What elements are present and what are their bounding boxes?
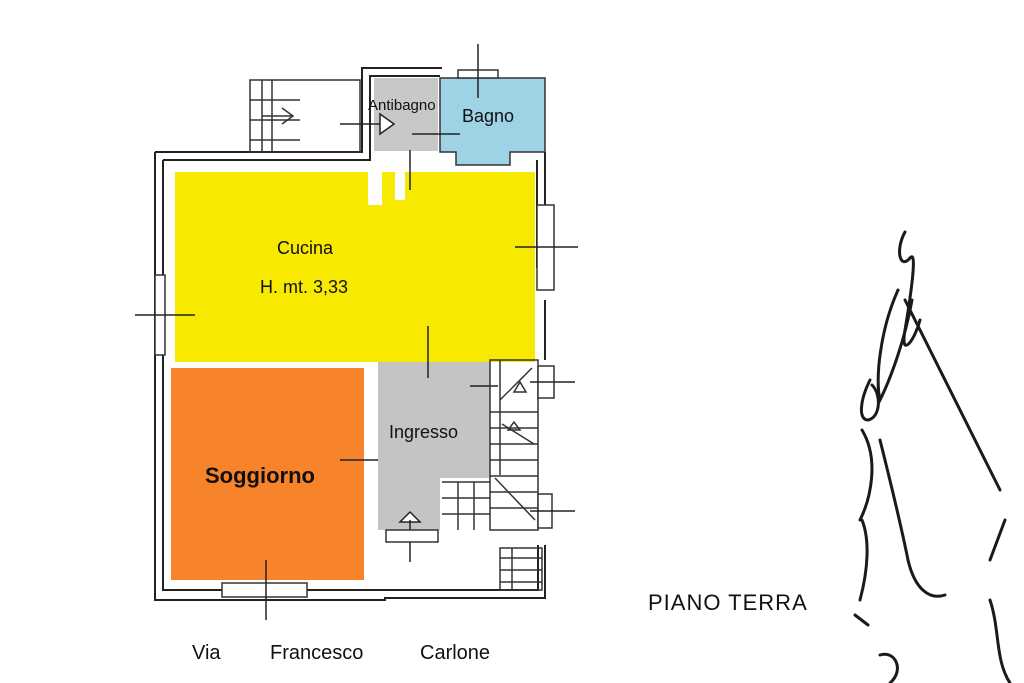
label-cucina-height: H. mt. 3,33 bbox=[260, 277, 348, 297]
room-bagno bbox=[439, 77, 546, 166]
room-soggiorno bbox=[171, 368, 364, 580]
room-ingresso bbox=[378, 362, 490, 530]
ingresso-door bbox=[385, 529, 439, 543]
stairs-top-left bbox=[249, 79, 361, 153]
room-antibagno bbox=[374, 78, 438, 151]
signature-icon bbox=[853, 230, 1012, 683]
antibagno-arrow-icon bbox=[379, 112, 396, 136]
street-word-francesco: Francesco bbox=[270, 642, 364, 664]
label-ingresso: Ingresso bbox=[389, 422, 458, 442]
street-word-carlone: Carlone bbox=[420, 642, 491, 664]
label-soggiorno: Soggiorno bbox=[205, 463, 315, 488]
label-antibagno: Antibagno bbox=[368, 97, 436, 114]
soggiorno-window bbox=[221, 582, 308, 598]
room-cucina bbox=[175, 172, 535, 362]
label-bagno: Bagno bbox=[462, 106, 514, 126]
street-word-via: Via bbox=[192, 642, 221, 664]
label-cucina: Cucina bbox=[277, 238, 334, 258]
stairs-bottom-right bbox=[499, 547, 543, 591]
floor-label: PIANO TERRA bbox=[648, 590, 808, 615]
stairs-internal bbox=[442, 359, 539, 531]
